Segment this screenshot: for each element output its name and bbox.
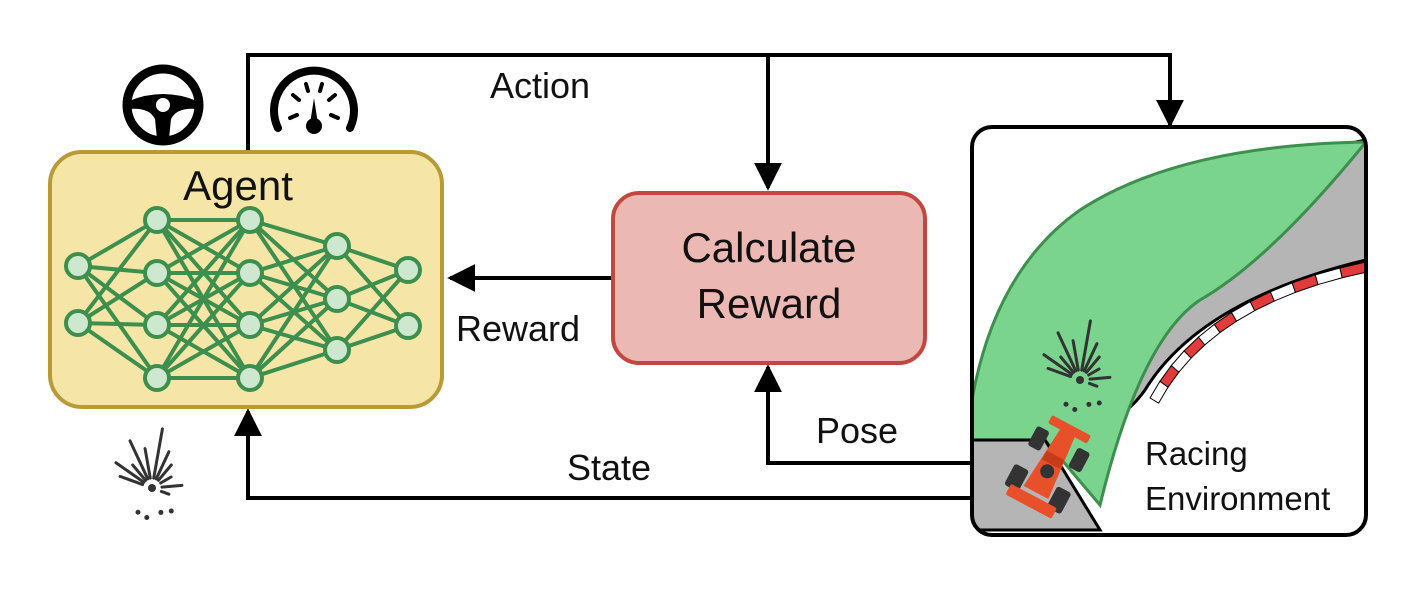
network-node [143, 364, 171, 392]
network-node [143, 206, 171, 234]
network-edge [155, 218, 252, 327]
network-edge [335, 268, 410, 352]
lidar-ray [1087, 381, 1099, 388]
action-arrow-to-environment [246, 53, 1184, 150]
lidar-dot [1096, 400, 1102, 406]
network-node [323, 285, 351, 313]
pose-label: Pose [816, 410, 898, 451]
lidar-ray [152, 427, 164, 480]
lidar-ray [1080, 319, 1092, 372]
action-label: Action [490, 65, 590, 106]
lidar-ray [118, 474, 145, 487]
lidar-ray [1042, 353, 1074, 376]
lidar-ray [1046, 366, 1073, 379]
environment-line2: Environment [1145, 480, 1330, 517]
reward-label: Reward [456, 308, 580, 349]
network-node [143, 311, 171, 339]
lidar-ray [1088, 375, 1112, 381]
lidar-ray [1071, 339, 1080, 372]
connectors [234, 53, 1184, 500]
network-edge [155, 271, 252, 380]
network-node [236, 259, 264, 287]
lidar-dot [144, 515, 150, 521]
lidar-origin [148, 484, 156, 492]
pose-arrow [754, 364, 972, 465]
speedometer-icon [270, 66, 358, 134]
lidar-dot [1072, 407, 1078, 413]
network-edge [76, 218, 159, 268]
network-node [394, 312, 422, 340]
network-node [143, 259, 171, 287]
lidar-ray [154, 450, 171, 481]
lidar-ray [1084, 355, 1101, 374]
network-node [323, 232, 351, 260]
environment-line1: Racing [1145, 435, 1248, 472]
network-edge [76, 218, 159, 325]
network-edge [76, 271, 159, 325]
network-edge [248, 244, 339, 327]
lidar-scan-icon [114, 427, 184, 521]
lidar-ray [114, 461, 146, 484]
lidar-ray [159, 475, 173, 485]
lidar-dot [158, 509, 164, 515]
kerb [1149, 261, 1366, 404]
reward-box: Calculate Reward [611, 191, 927, 365]
network-edge [156, 323, 251, 380]
network-edge [249, 244, 338, 275]
lidar-ray [1082, 342, 1099, 373]
lidar-dot [1063, 401, 1069, 407]
network-node [64, 309, 92, 337]
agent-title: Agent [183, 162, 293, 209]
kerb-segment [1339, 261, 1366, 279]
network-node [64, 252, 92, 280]
neural-network [64, 206, 422, 392]
lidar-scan-icon [1042, 319, 1112, 413]
network-edge [249, 218, 338, 248]
network-edge [248, 297, 339, 380]
steering-wheel-icon [122, 64, 204, 146]
network-edge [249, 348, 338, 380]
network-node [236, 206, 264, 234]
lidar-dot [1086, 401, 1092, 407]
network-node [323, 336, 351, 364]
lidar-ray [156, 463, 173, 482]
network-edge [156, 218, 251, 275]
lidar-ray [131, 463, 148, 482]
network-edge [76, 264, 159, 327]
lidar-ray [160, 483, 184, 489]
network-node [236, 364, 264, 392]
network-edge [76, 321, 159, 380]
lidar-ray [143, 447, 152, 480]
lidar-ray [159, 489, 171, 496]
lidar-ray [1059, 355, 1076, 374]
agent-box: Agent [48, 150, 444, 409]
lidar-dot [135, 509, 141, 515]
racing-environment: Racing Environment [970, 125, 1368, 537]
lidar-dot [168, 508, 174, 514]
network-node [394, 256, 422, 284]
network-edge [248, 244, 339, 380]
race-car-icon [1004, 415, 1091, 519]
reward-box-line2: Reward [697, 280, 842, 327]
lidar-origin [1076, 376, 1084, 384]
state-label: State [567, 447, 651, 488]
network-node [236, 311, 264, 339]
lidar-ray [128, 439, 150, 481]
lidar-ray [1056, 331, 1078, 373]
state-arrow [234, 408, 972, 500]
network-edge [155, 218, 252, 380]
reward-box-line1: Calculate [681, 224, 856, 271]
lidar-ray [1087, 367, 1101, 377]
